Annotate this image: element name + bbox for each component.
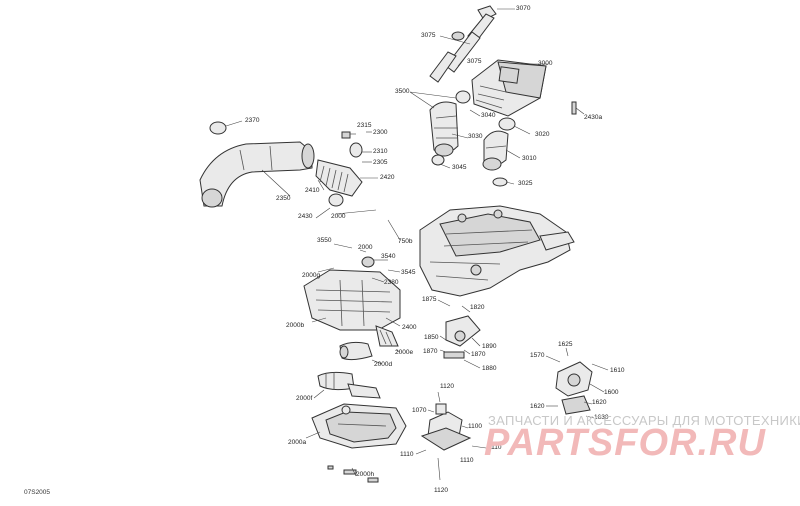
clamp-3020 (498, 117, 516, 131)
callout-1875: 1875 (422, 296, 437, 303)
callout-1570: 1570 (530, 352, 545, 359)
callout-3070: 3070 (516, 5, 531, 12)
callout-3075-a: 3075 (421, 32, 436, 39)
clamp-3025 (492, 177, 508, 187)
callout-1620-b: 1620 (530, 403, 545, 410)
callout-2420: 2420 (380, 174, 395, 181)
callout-3030: 3030 (468, 133, 483, 140)
clamp-3045 (431, 154, 445, 166)
motor-mount-1100 (420, 403, 472, 451)
diagram-reference: 07S2005 (24, 489, 51, 496)
callout-1870-b: 1870 (471, 351, 486, 358)
callout-2315: 2315 (357, 122, 372, 129)
callout-2000h: 2000h (356, 471, 375, 478)
air-duct-2350 (199, 121, 315, 208)
callout-2400: 2400 (402, 324, 417, 331)
callout-3040: 3040 (481, 112, 496, 119)
partsfor-logo: PARTSFOR.RU (484, 422, 766, 464)
callout-1850: 1850 (424, 334, 439, 341)
leader-lines (225, 8, 609, 481)
callout-2430a: 2430a (584, 114, 603, 121)
bracket-1880 (443, 315, 481, 359)
intercooler (471, 59, 547, 117)
callout-2000-a: 2000 (331, 213, 346, 220)
callout-1880: 1880 (482, 365, 497, 372)
callout-2300: 2300 (373, 129, 388, 136)
mount-1600 (555, 361, 593, 415)
callout-1110-c: 1110 (460, 457, 474, 464)
callout-2000-b: 2000 (358, 244, 373, 251)
callout-1100: 1100 (468, 423, 482, 430)
callout-1890: 1890 (482, 343, 497, 350)
callout-2000e: 2000e (395, 349, 414, 356)
oil-pan (311, 403, 407, 449)
callout-2310: 2310 (373, 148, 388, 155)
callout-2000b: 2000b (286, 322, 305, 329)
callout-1110-a: 1110 (400, 451, 414, 458)
callout-2430: 2430 (298, 213, 313, 220)
callout-3020: 3020 (535, 131, 550, 138)
callout-1870-a: 1870 (423, 348, 438, 355)
callout-2305: 2305 (373, 159, 388, 166)
callout-1070: 1070 (412, 407, 427, 414)
intake-hoses (317, 325, 399, 399)
callout-1120-a: 1120 (440, 383, 454, 390)
callout-3025: 3025 (518, 180, 533, 187)
callout-1600: 1600 (604, 389, 619, 396)
callout-1110-b: 1110 (488, 444, 502, 451)
elbow-hose-3010 (482, 130, 509, 171)
breather-hoses (429, 5, 497, 83)
clamp-3040 (455, 90, 471, 104)
callout-1820: 1820 (470, 304, 485, 311)
callout-3045: 3045 (452, 164, 467, 171)
callout-1625: 1625 (558, 341, 573, 348)
bolt-2430a (571, 101, 577, 115)
callout-3550: 3550 (317, 237, 332, 244)
callout-3540: 3540 (381, 253, 396, 260)
callout-2380: 2380 (384, 279, 399, 286)
callout-1630: 1630 (594, 414, 609, 421)
callout-1620-a: 1620 (592, 399, 607, 406)
corrugated-hose-2420 (315, 131, 363, 207)
callout-750b: 750b (398, 238, 413, 245)
logo-text: PARTSFOR.RU (484, 422, 766, 464)
callout-2000f: 2000f (296, 395, 313, 402)
callout-1120-b: 1120 (434, 487, 448, 494)
callout-3000: 3000 (538, 60, 553, 67)
watermark-tagline: ЗАПЧАСТИ И АКСЕССУАРЫ ДЛЯ МОТОТЕХНИКИ (488, 413, 800, 428)
callout-2000d: 2000d (374, 361, 393, 368)
callout-2350: 2350 (276, 195, 291, 202)
callout-2370: 2370 (245, 117, 260, 124)
fasteners-2000h (327, 465, 379, 483)
intake-manifold (303, 256, 401, 331)
callout-3500: 3500 (395, 88, 410, 95)
callout-3075-b: 3075 (467, 58, 482, 65)
elbow-hose-3030 (429, 101, 459, 157)
callout-2410: 2410 (305, 187, 320, 194)
callout-3545: 3545 (401, 269, 416, 276)
callout-3010: 3010 (522, 155, 537, 162)
callout-2000a: 2000a (288, 439, 307, 446)
callout-2000g: 2000g (302, 272, 321, 279)
engine-block (419, 205, 575, 297)
callout-1610: 1610 (610, 367, 625, 374)
